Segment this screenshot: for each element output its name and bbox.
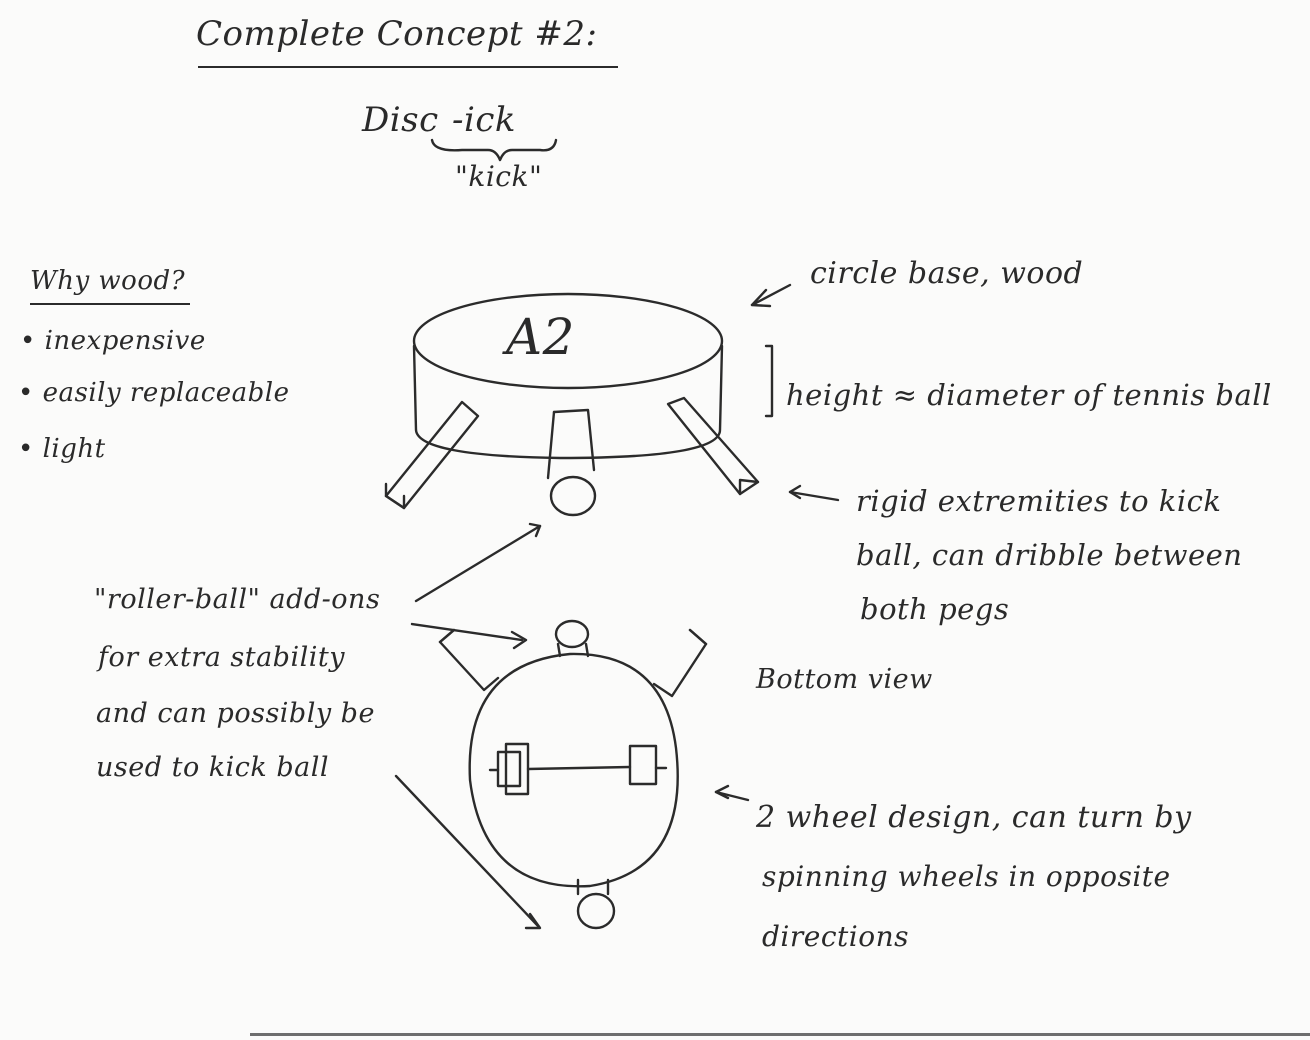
- disc-label: A2: [506, 308, 575, 366]
- extremities-note-line: ball, can dribble between: [856, 538, 1242, 572]
- wheel-design-note-line: 2 wheel design, can turn by: [756, 800, 1192, 835]
- height-bracket: [766, 346, 772, 416]
- roller-ball-note-line: used to kick ball: [96, 752, 329, 783]
- right-peg: [668, 398, 758, 494]
- roller-ball-note-line: "roller-ball" add-ons: [94, 584, 380, 615]
- wheel-design-note-line: directions: [762, 920, 909, 953]
- arrow-roller-bottom-low: [396, 776, 540, 928]
- extremities-note-line: both pegs: [860, 592, 1009, 626]
- bottom-view-disc: [470, 654, 678, 886]
- extremities-note-line: rigid extremities to kick: [856, 484, 1221, 518]
- roller-ball-note-line: and can possibly be: [96, 698, 375, 729]
- front-roller-ball: [548, 410, 595, 515]
- bottom-right-peg: [654, 630, 706, 696]
- arrow-roller-bottom-top: [412, 624, 526, 648]
- bottom-top-roller: [556, 621, 588, 656]
- arrow-roller-top: [416, 524, 540, 601]
- arrow-extremities: [790, 486, 838, 500]
- height-note: height ≈ diameter of tennis ball: [786, 378, 1272, 412]
- bottom-left-peg: [440, 630, 498, 690]
- page-edge-line: [250, 1033, 1310, 1036]
- arrow-circle-base: [752, 285, 790, 306]
- bottom-view-label: Bottom view: [756, 664, 933, 695]
- circle-base-note: circle base, wood: [810, 256, 1083, 291]
- wheel-design-note-line: spinning wheels in opposite: [762, 860, 1171, 893]
- wheel-assembly: [490, 744, 666, 794]
- left-peg: [386, 402, 478, 508]
- name-brace: [432, 140, 556, 160]
- roller-ball-note-line: for extra stability: [98, 642, 345, 673]
- arrow-wheel-design: [716, 786, 748, 800]
